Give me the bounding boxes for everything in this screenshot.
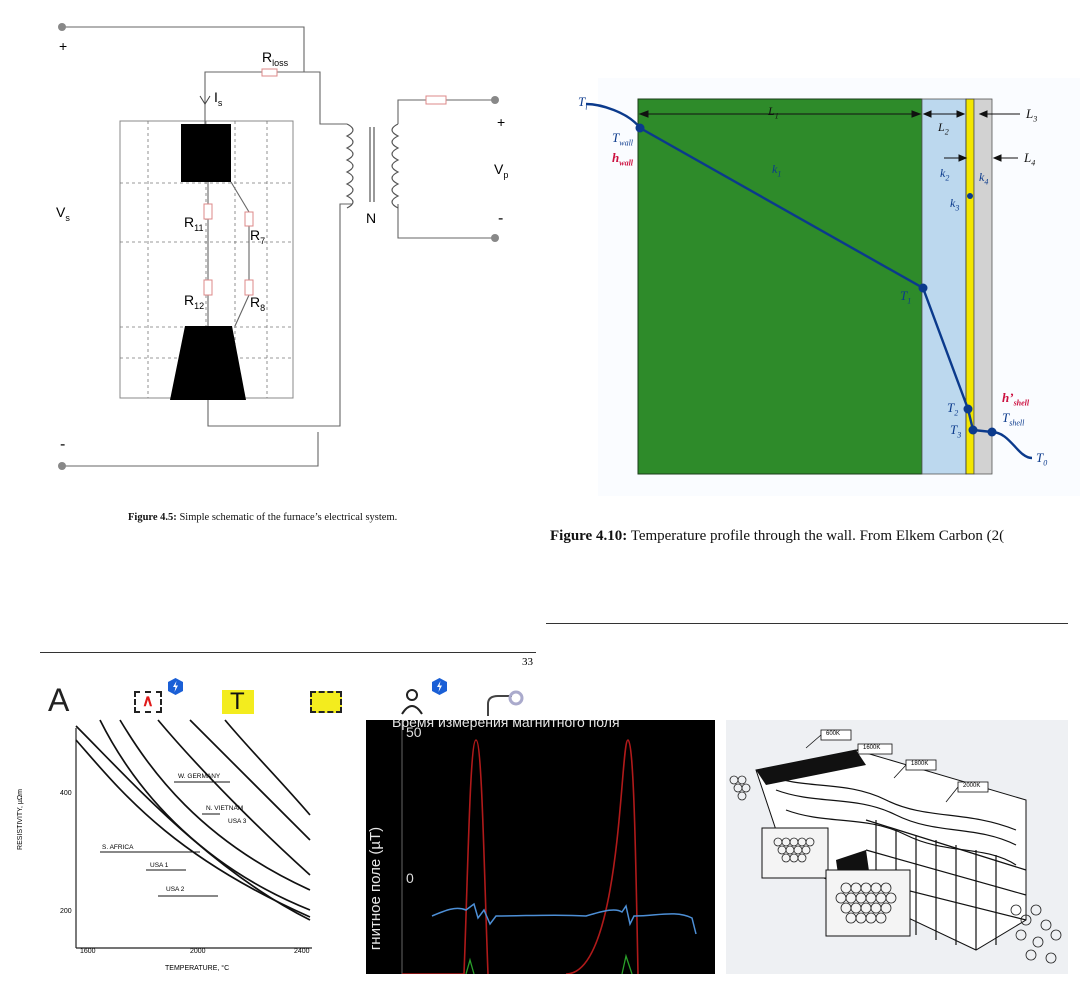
stamp-tool-icon[interactable]: ∧	[134, 691, 162, 713]
label-t0: T0	[1036, 450, 1048, 468]
label-usa-3: USA 3	[228, 818, 247, 825]
divider-left	[40, 652, 536, 653]
magnetic-plot	[401, 720, 697, 974]
figure-4-10: Ti Twall L1 L2 L3 L4 k1 k2 k3 k4 T1 T2 T…	[540, 0, 1080, 560]
vp-plus: +	[497, 114, 506, 130]
x-tick-1600: 1600	[80, 948, 96, 955]
resistor-11	[203, 203, 213, 220]
resistivity-plot	[75, 719, 312, 949]
carbon-structure-figure: 600K 1600K 1800K 2000K	[726, 720, 1068, 974]
caption-figure-4-5: Figure 4.5: Simple schematic of the furn…	[128, 512, 398, 523]
page-number: 33	[522, 656, 533, 668]
label-tshell: Tshell	[1002, 410, 1025, 428]
label-k1: k1	[772, 162, 782, 179]
carbon-label-1800k: 1800K	[911, 761, 929, 767]
label-n-vietnam: N. VIETNAM	[206, 805, 244, 812]
label-usa-1: USA 1	[150, 862, 169, 869]
label-vs: Vs	[56, 204, 70, 223]
layer-1	[637, 98, 923, 475]
vs-plus: +	[59, 38, 68, 54]
resistor-7	[244, 211, 254, 227]
highlight-area-tool-icon[interactable]	[310, 691, 342, 713]
resistor-8	[244, 279, 254, 296]
label-t2: T2	[947, 400, 959, 418]
caption-figure-4-10: Figure 4.10: Temperature profile through…	[550, 528, 1005, 544]
magnetic-ylabel: гнитное поле (µT)	[367, 826, 385, 951]
label-k3: k3	[950, 196, 960, 213]
text-tool-icon[interactable]: A	[48, 682, 70, 718]
top-electrode	[181, 124, 231, 182]
label-is: Is	[214, 89, 223, 108]
figure-4-5: + - Rloss Is Vs Vp + - N R11 R12 R7 R8 F…	[0, 0, 540, 540]
annotation-toolbar: A ∧ T	[0, 676, 540, 718]
carbon-label-2000k: 2000K	[963, 783, 981, 789]
layer-4	[973, 98, 993, 475]
shield-badge-icon	[168, 678, 183, 695]
carbon-label-1600k: 1600K	[863, 745, 881, 751]
label-l1: L1	[768, 104, 779, 121]
label-r12: R12	[184, 292, 205, 311]
label-t3: T3	[950, 422, 962, 440]
label-vp: Vp	[494, 161, 509, 180]
label-n: N	[366, 210, 377, 226]
y-tick-400: 400	[60, 790, 72, 797]
label-r-loss: Rloss	[262, 49, 289, 68]
label-k4: k4	[979, 170, 989, 187]
wall-temperature-profile	[585, 78, 1080, 496]
resistivity-xlabel: TEMPERATURE, °C	[165, 965, 230, 972]
magnetic-title: Время измерения магнитного поля	[392, 720, 620, 730]
label-l2: L2	[938, 120, 949, 137]
bottom-electrode	[170, 326, 246, 400]
magnetic-tick-0: 0	[406, 870, 414, 886]
label-ti: Ti	[578, 94, 588, 112]
magnetic-field-chart: Время измерения магнитного поля 50 0 гни…	[366, 720, 715, 974]
label-r11: R11	[184, 214, 204, 233]
resistor-loss	[261, 68, 278, 77]
x-tick-2000: 2000	[190, 948, 206, 955]
label-r7: R7	[250, 227, 266, 246]
x-tick-2400: 2400	[294, 948, 310, 955]
label-r8: R8	[250, 294, 266, 313]
vp-minus: -	[498, 210, 504, 227]
label-w-germany: W. GERMANY	[178, 773, 221, 780]
label-l4: L4	[1024, 150, 1036, 168]
label-hwall: hwall	[612, 150, 634, 168]
highlight-text-tool-icon[interactable]: T	[222, 688, 254, 715]
y-tick-200: 200	[60, 908, 72, 915]
label-usa-2: USA 2	[166, 886, 185, 893]
divider-right	[546, 623, 1068, 624]
resistor-12	[203, 279, 213, 296]
label-hshell: h’shell	[1002, 390, 1030, 408]
magnetic-tick-50: 50	[406, 724, 422, 740]
carbon-structure-drawing	[729, 729, 1062, 964]
more-tool-icon[interactable]	[484, 688, 524, 716]
vs-minus: -	[60, 436, 66, 453]
circuit-schematic	[58, 23, 499, 470]
resistor-primary	[425, 95, 447, 105]
resistivity-ylabel: RESISTIVITY, µΩm	[16, 789, 24, 850]
label-l3: L3	[1026, 106, 1038, 124]
user-tool-icon[interactable]	[398, 684, 426, 715]
resistivity-chart: RESISTIVITY, µΩm 400 200 1600 2000 2400 …	[17, 719, 315, 982]
label-t1: T1	[900, 288, 912, 306]
label-k2: k2	[940, 166, 950, 183]
shield-badge-icon-2	[432, 678, 447, 695]
label-twall: Twall	[612, 130, 634, 148]
label-s-africa: S. AFRICA	[102, 844, 134, 851]
carbon-label-600k: 600K	[826, 731, 841, 737]
